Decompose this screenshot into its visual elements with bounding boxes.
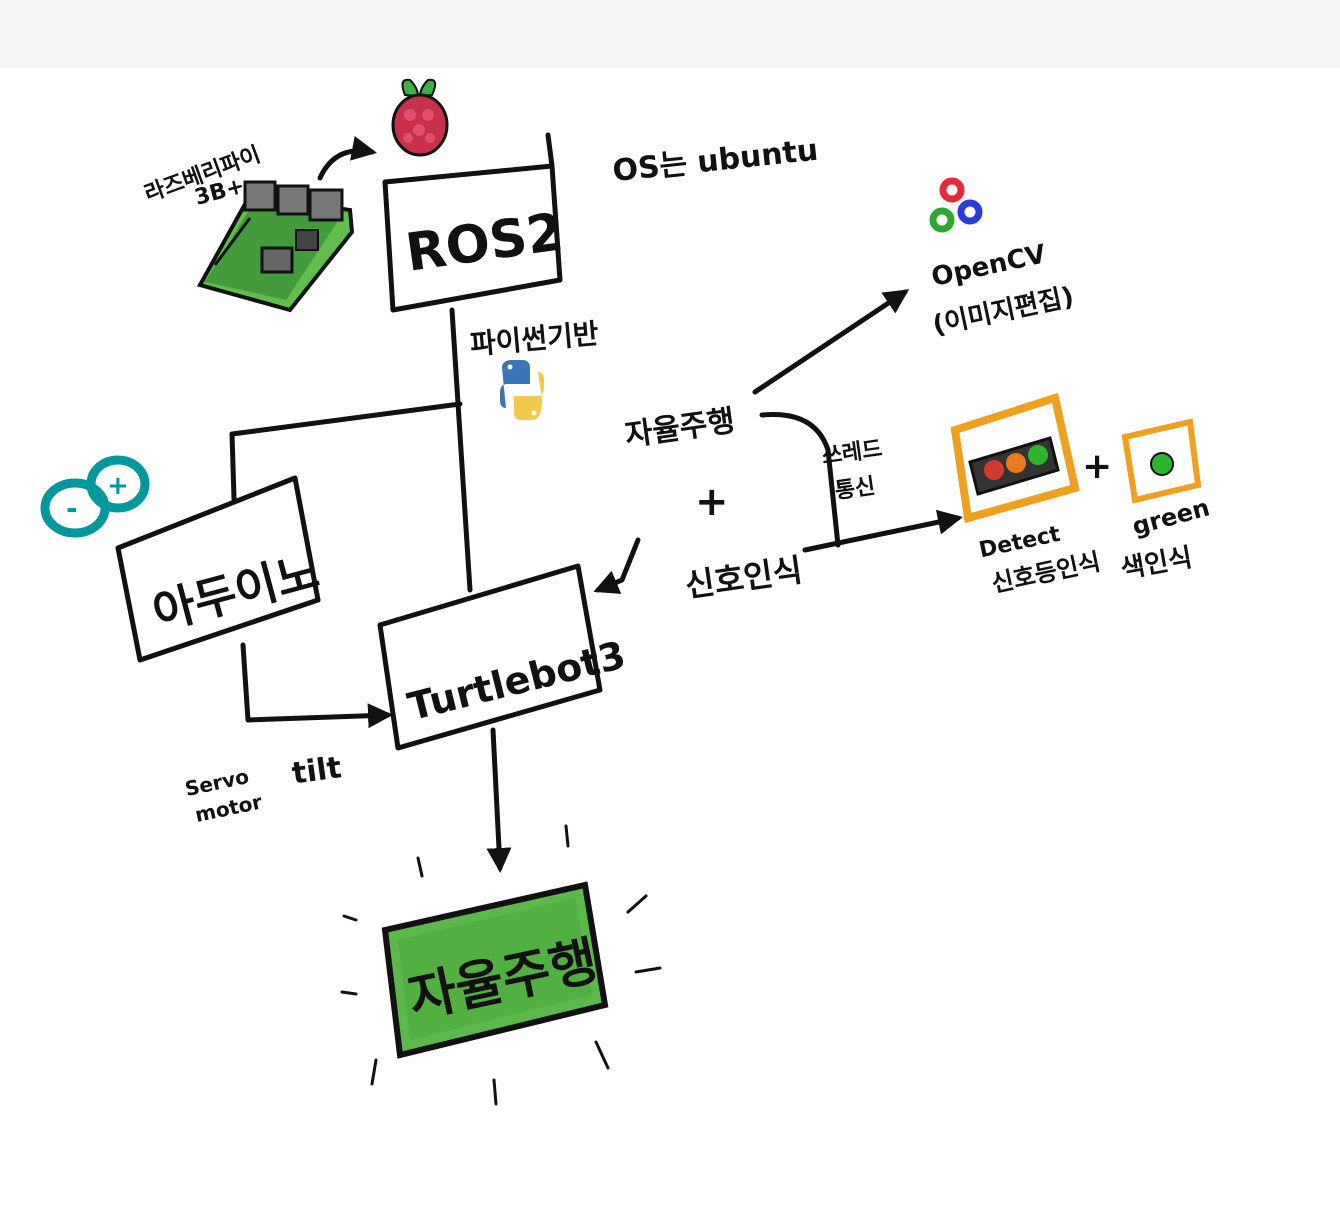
signal-to-turtlebot-arrow [593, 537, 641, 594]
python-logo-icon [500, 360, 544, 420]
to-detect-arrow [802, 509, 963, 553]
green-label-2: 색인식 [1119, 543, 1195, 585]
autonomous-result-box: 자율주행 [381, 881, 609, 1059]
arduino-to-turtlebot-arrow [240, 642, 393, 729]
os-label: OS는 ubuntu [611, 133, 820, 189]
autonomous-top-label: 자율주행 [623, 403, 737, 453]
opencv-logo-icon [929, 177, 983, 233]
arduino-logo-plus: + [107, 471, 129, 501]
ros2-box: ROS2 [382, 132, 567, 313]
thread-label-2: 통신 [833, 474, 877, 504]
raspberry-logo-icon [391, 78, 449, 157]
emphasis-marks [340, 824, 662, 1106]
plus-main: + [695, 479, 729, 525]
top-bar [0, 0, 1340, 68]
ros-to-turtlebot-line [449, 307, 473, 593]
tilt-label: tilt [290, 750, 344, 792]
python-label: 파이썬기반 [469, 317, 600, 361]
raspberry-pi-board-icon [197, 180, 355, 313]
thread-label-1: 쓰레드 [820, 437, 884, 470]
green-light-icon [1121, 418, 1202, 504]
turtlebot-box: Turtlebot3 [377, 563, 630, 751]
opencv-label: OpenCV [929, 239, 1049, 292]
turtlebot-to-result-arrow [486, 727, 512, 873]
ros-to-arduino-line [229, 401, 463, 533]
opencv-note-label: (이미지편집) [930, 282, 1076, 341]
signal-label: 신호인식 [683, 551, 805, 605]
thread-curve-line [759, 411, 841, 548]
arduino-box: 아두이노 [115, 475, 324, 663]
traffic-light-icon [950, 392, 1080, 524]
to-opencv-arrow [752, 289, 910, 395]
arduino-logo-icon: - + [40, 455, 150, 538]
rpi-to-ros-arrow [317, 136, 377, 181]
arduino-logo-minus: - [66, 492, 78, 525]
plus-side: + [1082, 446, 1112, 487]
